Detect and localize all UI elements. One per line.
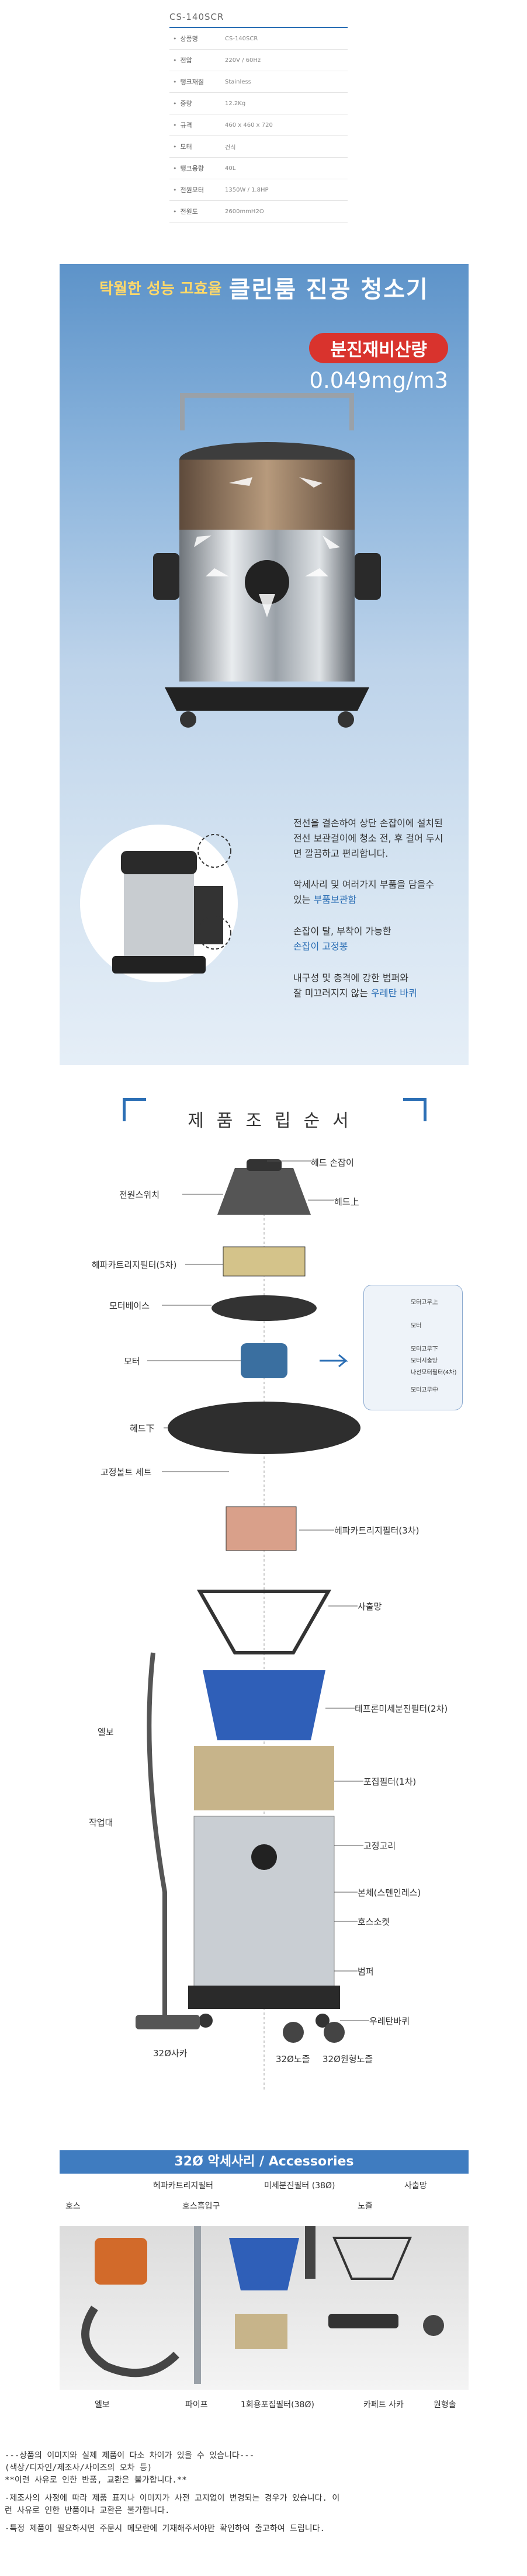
- spec-value: 40L: [225, 165, 236, 172]
- label-head-bottom: 헤드下: [130, 1423, 155, 1434]
- spec-key: 중량: [169, 99, 225, 108]
- title-bracket-left: [123, 1098, 146, 1121]
- feature-handle-rod: 손잡이 탈, 부착이 가능한 손잡이 고정봉: [293, 926, 391, 952]
- spec-value: 2600mmH2O: [225, 208, 264, 215]
- label-head-top: 헤드上: [334, 1197, 359, 1207]
- spec-key: 모터: [169, 142, 225, 151]
- label-fix-ring: 고정고리: [363, 1841, 396, 1851]
- acc-label-round-brush: 원형솔: [434, 2400, 456, 2410]
- acc-label-nozzle: 노즐: [358, 2202, 373, 2211]
- feature-parts-box: 악세사리 및 여러가지 부품을 담을수 있는 부품보관함: [293, 879, 435, 905]
- accessories-title: 32Ø 악세사리 / Accessories: [60, 2150, 469, 2174]
- spec-key: 상품명: [169, 34, 225, 43]
- dust-badge-label: 분진재비산량: [309, 333, 448, 363]
- label-head-handle: 헤드 손잡이: [311, 1157, 354, 1168]
- spec-value: Stainless: [225, 78, 251, 85]
- spec-value: 12.2Kg: [225, 100, 246, 107]
- feature-bumper-wheel: 내구성 및 충격에 강한 범퍼와 잘 미끄러지지 않는 우레탄 바퀴: [293, 972, 417, 999]
- acc-label-hose: 호스: [65, 2202, 81, 2211]
- label-hepa-5: 헤파카트리지필터(5차): [92, 1260, 177, 1270]
- label-round-nozzle: 32Ø원형노즐: [323, 2054, 373, 2064]
- notice-2: -제조사의 사정에 따라 제품 표지나 이미지가 사전 고지없이 변경되는 경우…: [5, 2494, 340, 2515]
- label-nozzle-32: 32Ø사카: [153, 2048, 188, 2059]
- acc-label-carpet: 카페트 사카: [363, 2400, 404, 2410]
- label-teflon-filter: 테프론미세분진필터(2차): [355, 1704, 448, 1714]
- hero-title-small: 탁월한 성능 고효율: [99, 280, 222, 298]
- hero-banner: 탁월한 성능 고효율 클린룸 진공 청소기 분진재비산량 0.049mg/m3: [60, 264, 469, 1065]
- spec-value: CS-140SCR: [225, 35, 258, 42]
- label-motor: 모터: [124, 1356, 140, 1367]
- acc-label-hepa: 헤파카트리지필터: [153, 2181, 214, 2191]
- spec-value: 220V / 60Hz: [225, 57, 261, 64]
- spec-value: 460 x 460 x 720: [225, 121, 273, 128]
- label-bag-filter: 포집필터(1차): [363, 1777, 417, 1787]
- acc-label-pipe: 파이프: [185, 2400, 208, 2410]
- label-hepa-3: 헤파카트리지필터(3차): [334, 1525, 419, 1536]
- dust-badge-value: 0.049mg/m3: [309, 368, 448, 393]
- acc-label-bag: 1회용포집필터(38Ø): [241, 2400, 314, 2410]
- label-bumper: 범퍼: [358, 1966, 374, 1977]
- hero-title-big: 클린룸 진공 청소기: [228, 276, 429, 303]
- label-wheel: 우레탄바퀴: [369, 2016, 410, 2026]
- assembly-diagram: 헤드 손잡이 전원스위치 헤드上 헤파카트리지필터(5차) 모터베이스 모터 헤…: [60, 1145, 469, 2126]
- title-bracket-right: [403, 1098, 427, 1121]
- notice-3: -특정 제품이 필요하시면 주문시 메모란에 기재해주셔야만 확인하여 출고하여…: [5, 2524, 325, 2533]
- spec-key: 전원도: [169, 207, 225, 216]
- accessories-section: 헤파카트리지필터 호스 호스흡입구 미세분진필터 (38Ø) 노즐 사출망 엘보…: [60, 2174, 469, 2419]
- spec-value: 건식: [225, 144, 236, 151]
- accessories-photo: [60, 2226, 469, 2390]
- acc-label-net: 사출망: [404, 2181, 427, 2191]
- spec-value: 1350W / 1.8HP: [225, 186, 269, 193]
- acc-label-elbow: 엘보: [95, 2400, 110, 2410]
- label-suction-net: 사출망: [358, 1601, 382, 1612]
- label-nozzle: 32Ø노즐: [276, 2054, 310, 2064]
- label-power-switch: 전원스위치: [119, 1190, 160, 1200]
- assembly-parts: [136, 1159, 369, 2091]
- notice-text: ---상품의 이미지와 실제 제품이 다소 차이가 있을 수 있습니다--- (…: [5, 2450, 525, 2541]
- vacuum-illustration: [153, 393, 381, 728]
- detail-vacuum-photo: [80, 825, 238, 982]
- spec-title: CS-140SCR: [169, 12, 348, 28]
- spec-key: 전압: [169, 55, 225, 65]
- assembly-title: 제품조립순서: [188, 1111, 362, 1131]
- notice-1: ---상품의 이미지와 실제 제품이 다소 차이가 있을 수 있습니다--- (…: [5, 2451, 255, 2485]
- label-elbow: 엘보: [98, 1727, 114, 1737]
- acc-label-hose-inlet: 호스흡입구: [182, 2202, 220, 2211]
- motor-detail-inset: 모터고무上 모터 모터고무下 모터시출망 나선모터필터(4차) 모터고무中: [363, 1285, 463, 1410]
- hero-title: 탁월한 성능 고효율 클린룸 진공 청소기: [60, 264, 469, 311]
- detail-section: 전선을 결손하여 상단 손잡이에 설치된 전선 보관걸이에 청소 전, 후 걸어…: [60, 807, 469, 1064]
- label-fix-bolt: 고정볼트 세트: [100, 1467, 152, 1478]
- label-work-pipe: 작업대: [89, 1817, 113, 1828]
- label-motor-base: 모터베이스: [109, 1301, 150, 1311]
- acc-label-fine-filter: 미세분진필터 (38Ø): [264, 2181, 335, 2191]
- feature-cord-hook: 전선을 결손하여 상단 손잡이에 설치된 전선 보관걸이에 청소 전, 후 걸어…: [293, 818, 443, 859]
- label-hose-socket: 호스소켓: [358, 1917, 390, 1927]
- spec-key: 전원모터: [169, 185, 225, 194]
- spec-key: 탱크재질: [169, 77, 225, 86]
- spec-key: 규격: [169, 120, 225, 130]
- label-body: 본체(스텐인레스): [358, 1887, 421, 1898]
- dust-badge: 분진재비산량 0.049mg/m3: [309, 333, 448, 393]
- spec-key: 탱크용량: [169, 164, 225, 173]
